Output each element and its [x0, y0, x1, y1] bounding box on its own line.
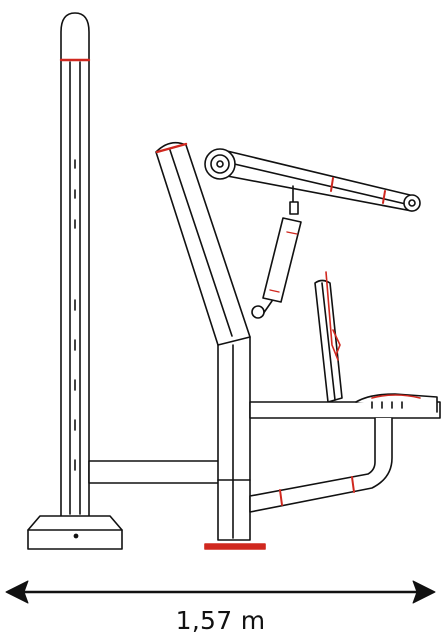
connecting-bar: [88, 460, 223, 484]
seat-cushion: [355, 393, 438, 413]
main-post: [155, 141, 251, 541]
hydraulic-cylinder: [251, 185, 302, 319]
lever-arm: [204, 148, 421, 212]
seat-back: [314, 271, 343, 403]
left-post: [59, 12, 91, 517]
left-foot-base: [27, 515, 123, 550]
dimension-arrow: [5, 580, 436, 604]
seat-frame: [249, 401, 441, 513]
ground-plate: [204, 543, 266, 550]
dimension-label: 1,57 m: [175, 606, 266, 635]
